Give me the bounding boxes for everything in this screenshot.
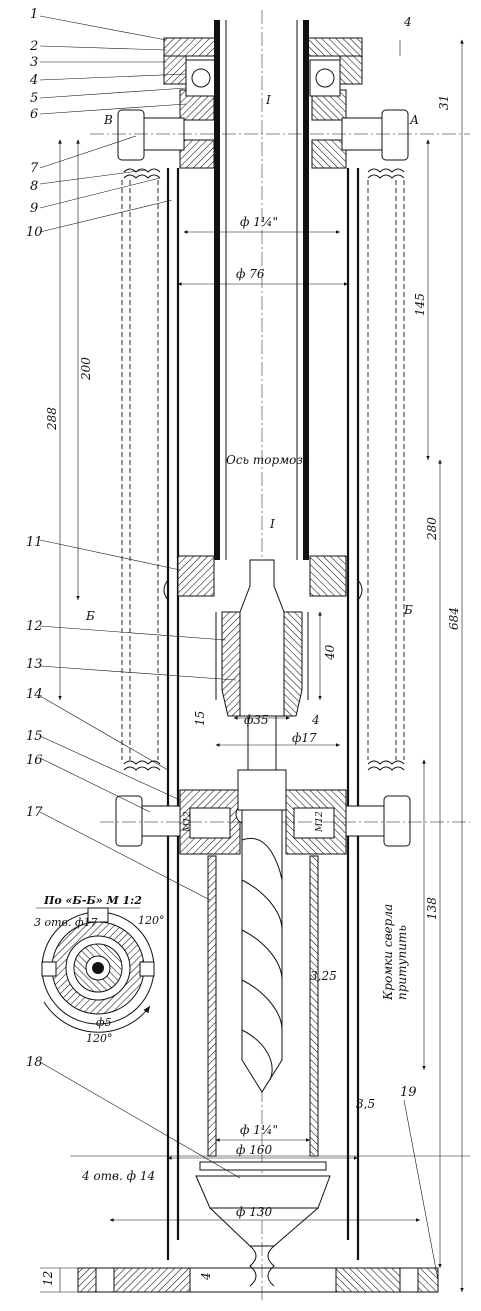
dim-top-4: 4 [403, 15, 412, 29]
section-I-top: I [265, 93, 271, 107]
callout-17: 17 [26, 805, 43, 820]
drill-note-1: Кромки сверла [381, 904, 395, 1001]
dim-280: 280 [425, 517, 439, 541]
dim-17: ф17 [292, 731, 317, 745]
section-bb-d5: ф5 [96, 1016, 112, 1029]
dim-4-bottom: 4 [199, 1272, 213, 1281]
dim-200: 200 [79, 357, 93, 381]
axis-brake-label: Ось тормоза [226, 453, 310, 467]
callout-numbers: 1 2 3 4 5 6 7 8 9 10 11 12 13 14 15 16 1… [26, 7, 417, 1100]
dim-40: 40 [323, 644, 337, 661]
marker-B-right: Б [403, 603, 413, 617]
callout-6: 6 [30, 107, 38, 122]
callout-12: 12 [26, 619, 43, 634]
section-bb-angle-bottom: 120° [86, 1032, 113, 1045]
dim-288: 288 [45, 407, 59, 431]
callout-1: 1 [30, 7, 38, 22]
base-flange [77, 1267, 439, 1293]
section-bb-holes: 3 отв. ф17 [34, 916, 98, 929]
dim-138: 138 [425, 897, 439, 920]
section-bb-angle-top: 120° [138, 914, 165, 927]
callout-14: 14 [26, 687, 43, 702]
dimension-labels: 4 31 ф 1¼" ф 76 145 200 288 280 684 40 1… [41, 15, 461, 1286]
callout-4: 4 [29, 73, 38, 88]
section-bb-labels: По «Б-Б» М 1:2 3 отв. ф17 120° 120° ф5 [34, 894, 165, 1045]
bearing-ball-left [191, 68, 211, 88]
callout-8: 8 [30, 179, 38, 194]
dim-holes-14: 4 отв. ф 14 [81, 1169, 155, 1183]
dim-1-1-4-low: ф 1¼" [240, 1123, 278, 1137]
callout-19: 19 [400, 1085, 417, 1100]
annotation-labels: Ось тормоза I I А В Б Б М12 М12 Кромки с… [85, 93, 419, 1001]
callout-18: 18 [26, 1055, 43, 1070]
dim-1-1-4: ф 1¼" [240, 215, 278, 229]
cutter-head [195, 1161, 331, 1287]
side-springs [121, 168, 405, 771]
top-housing [163, 37, 363, 169]
middle-collar [163, 555, 363, 601]
dim-31: 31 [437, 95, 451, 110]
marker-A: А [409, 113, 419, 127]
dim-76: ф 76 [236, 267, 265, 281]
dim-35: ф35 [244, 713, 269, 727]
dimension-lines [40, 39, 470, 1293]
dim-3-25: 3,25 [310, 969, 337, 983]
marker-B-left: Б [85, 609, 95, 623]
m12-left: М12 [183, 811, 193, 833]
top-bolts [90, 109, 470, 161]
callout-3: 3 [30, 55, 38, 70]
callout-9: 9 [30, 201, 38, 216]
callout-13: 13 [26, 657, 43, 672]
lower-bearing-collar [100, 789, 470, 855]
m12-right: М12 [315, 811, 325, 833]
outer-tube [166, 168, 360, 1260]
section-bb-view [36, 907, 155, 1033]
callout-leaders [39, 15, 439, 1281]
callout-2: 2 [29, 39, 38, 54]
dim-130: ф 130 [236, 1205, 272, 1219]
drill-bit [237, 715, 287, 1093]
bearing-ball-right [315, 68, 335, 88]
callout-7: 7 [30, 161, 39, 176]
section-bb-title: По «Б-Б» М 1:2 [43, 894, 142, 907]
callout-10: 10 [26, 225, 43, 240]
dim-12: 12 [41, 1271, 55, 1286]
dim-160: ф 160 [236, 1143, 272, 1157]
dim-684: 684 [447, 607, 461, 630]
brake-axle [214, 20, 309, 560]
dim-15: 15 [193, 711, 207, 726]
drill-note-2: притупить [395, 925, 409, 1000]
callout-16: 16 [26, 753, 43, 768]
callout-11: 11 [26, 535, 43, 550]
callout-5: 5 [30, 91, 38, 106]
dim-4-mid: 4 [311, 713, 320, 727]
dim-145: 145 [413, 293, 427, 316]
drill-adapter [215, 559, 309, 717]
marker-B-top: В [103, 113, 113, 127]
section-I-mid: I [269, 517, 275, 531]
callout-15: 15 [26, 729, 43, 744]
dim-3-5: 3,5 [356, 1097, 375, 1111]
